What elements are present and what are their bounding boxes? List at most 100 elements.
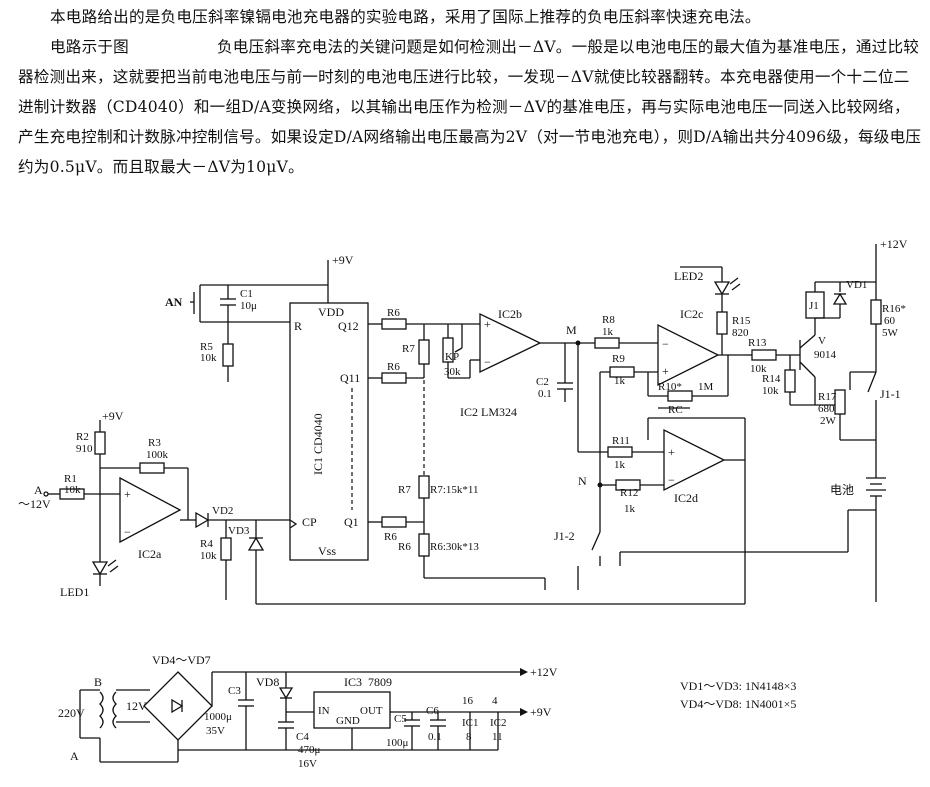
r3-label: R3 [148, 437, 161, 449]
pin-q11-label: Q11 [340, 371, 360, 385]
r2-label: R2 [76, 431, 89, 443]
r10-label: R10* [658, 381, 682, 393]
ic3-in-label: IN [318, 705, 330, 717]
ic2a-plus: + [124, 487, 131, 501]
reset-circuit: AN C1 10μ R5 10k [165, 284, 328, 382]
transistor-value: 9014 [814, 349, 837, 361]
ic3-label: IC3 [344, 675, 362, 689]
c6-label: C6 [426, 705, 439, 717]
intro-paragraph: 本电路给出的是负电压斜率镍镉电池充电器的实验电路，采用了国际上推荐的负电压斜率快… [18, 2, 923, 32]
ground-a-label: A [70, 749, 79, 763]
ic2a-label: IC2a [138, 547, 162, 561]
r6-note: R6:30k*13 [430, 541, 479, 553]
ic2c-label: IC2c [680, 307, 703, 321]
c2-value: 0.1 [538, 388, 552, 400]
r13-value: 10k [750, 363, 767, 375]
comparator-network: R8 1k − + IC2c R9 1k R10* 1M RC R11 1k +… [554, 307, 848, 590]
an-label: AN [165, 295, 183, 309]
r14-label: R14 [762, 373, 781, 385]
r5-value: 10k [200, 352, 217, 364]
intro-text: 本电路给出的是负电压斜率镍镉电池充电器的实验电路，采用了国际上推荐的负电压斜率快… [50, 8, 761, 26]
r12-label: R12 [620, 487, 638, 499]
r7-note: R7:15k*11 [430, 484, 479, 496]
ic1-vdd-pin: 16 [462, 695, 474, 707]
ic3-value: 7809 [368, 675, 392, 689]
pin-r-label: R [294, 319, 302, 333]
ic2b-buffer: KP 30k + − IC2b C2 0.1 IC2 LM324 M [442, 307, 581, 419]
pin-vss-label: Vss [318, 544, 336, 558]
c2-label: C2 [536, 376, 549, 388]
r8-value: 1k [602, 326, 614, 338]
input-9v-label: +9V [102, 409, 124, 423]
transformer-label: B [94, 675, 102, 689]
c4-rating: 16V [298, 758, 317, 770]
c3-rating: 35V [206, 725, 225, 737]
r15-label: R15 [732, 315, 751, 327]
r7-bottom-label: R7 [398, 484, 411, 496]
c1-value: 10μ [240, 300, 257, 312]
ic3-gnd-label: GND [336, 715, 360, 727]
r17-value: 680 [818, 403, 835, 415]
r17-rating: 2W [820, 415, 837, 427]
component-notes: VD1～VD3: 1N4148×3 VD4～VD8: 1N4001×5 [680, 679, 796, 711]
r6-ladder-label: R6 [398, 541, 411, 553]
ic1-cd4040: R VDD Q12 Q11 Q1 CP Vss IC1 CD4040 [289, 302, 369, 561]
r14-value: 10k [762, 385, 779, 397]
r4-label: R4 [200, 538, 213, 550]
vd1-label: VD1 [846, 279, 867, 291]
ic2-vdd-pin: 4 [492, 695, 498, 707]
c5-value: 100μ [386, 737, 409, 749]
r11-label: R11 [612, 435, 630, 447]
c3-label: C3 [228, 685, 241, 697]
r3-value: 100k [146, 449, 169, 461]
bridge-label: VD4～VD7 [152, 653, 211, 667]
pin-q12-label: Q12 [338, 319, 359, 333]
node-m-label: M [566, 323, 577, 337]
r1-label: R1 [64, 473, 77, 485]
secondary-voltage-label: 12V [126, 699, 147, 713]
led1-label: LED1 [60, 585, 89, 599]
r16-rating: 5W [882, 327, 899, 339]
r8-label: R8 [602, 314, 615, 326]
ic2b-plus: + [484, 317, 491, 331]
kp-value: 30k [444, 366, 461, 378]
ic1-vss-pin: 8 [466, 731, 472, 743]
r17-label: R17 [818, 391, 837, 403]
da-ladder: R6 R6 R6 R7 R7 R7:15k*11 R6 R6:30k*13 [368, 307, 546, 590]
supply-9v-label: +9V [332, 253, 354, 267]
node-n-label: N [578, 474, 587, 488]
out-12v-label: +12V [530, 665, 558, 679]
ic2c-minus: − [662, 337, 669, 351]
vd3-label: VD3 [228, 525, 250, 537]
ic2b-minus: − [484, 355, 491, 369]
diode-note-2: VD4～VD8: 1N4001×5 [680, 697, 796, 711]
ic2a-minus: − [124, 525, 131, 539]
rc-label: RC [668, 404, 683, 416]
led2-label: LED2 [674, 269, 703, 283]
r13-label: R13 [748, 337, 767, 349]
r16-value: 60 [884, 315, 896, 327]
ic2-vss-pin: 11 [492, 731, 503, 743]
j1-2-label: J1-2 [554, 529, 575, 543]
r11-value: 1k [614, 459, 626, 471]
j1-label: J1 [809, 300, 819, 312]
input-a-value: ～12V [18, 497, 51, 511]
mains-voltage-label: 220V [58, 706, 85, 720]
r16-label: R16* [882, 303, 906, 315]
battery-label: 电池 [830, 483, 854, 497]
r15-value: 820 [732, 327, 749, 339]
r1-value: 10k [64, 484, 81, 496]
input-a-label: A [34, 483, 43, 497]
c4-label: C4 [296, 731, 309, 743]
transistor-label: V [818, 335, 826, 347]
r7-top-label: R7 [402, 343, 415, 355]
ic2d-minus: − [668, 473, 675, 487]
vd8-label: VD8 [256, 675, 279, 689]
r5-label: R5 [200, 341, 213, 353]
ic2d-label: IC2d [674, 491, 698, 505]
body-text: 负电压斜率充电法的关键问题是如何检测出－ΔV。一般是以电池电压的最大值为基准电压… [18, 38, 922, 176]
supply-12v-label: +12V [880, 237, 908, 251]
pin-cp-label: CP [302, 515, 317, 529]
r9-label: R9 [612, 353, 625, 365]
